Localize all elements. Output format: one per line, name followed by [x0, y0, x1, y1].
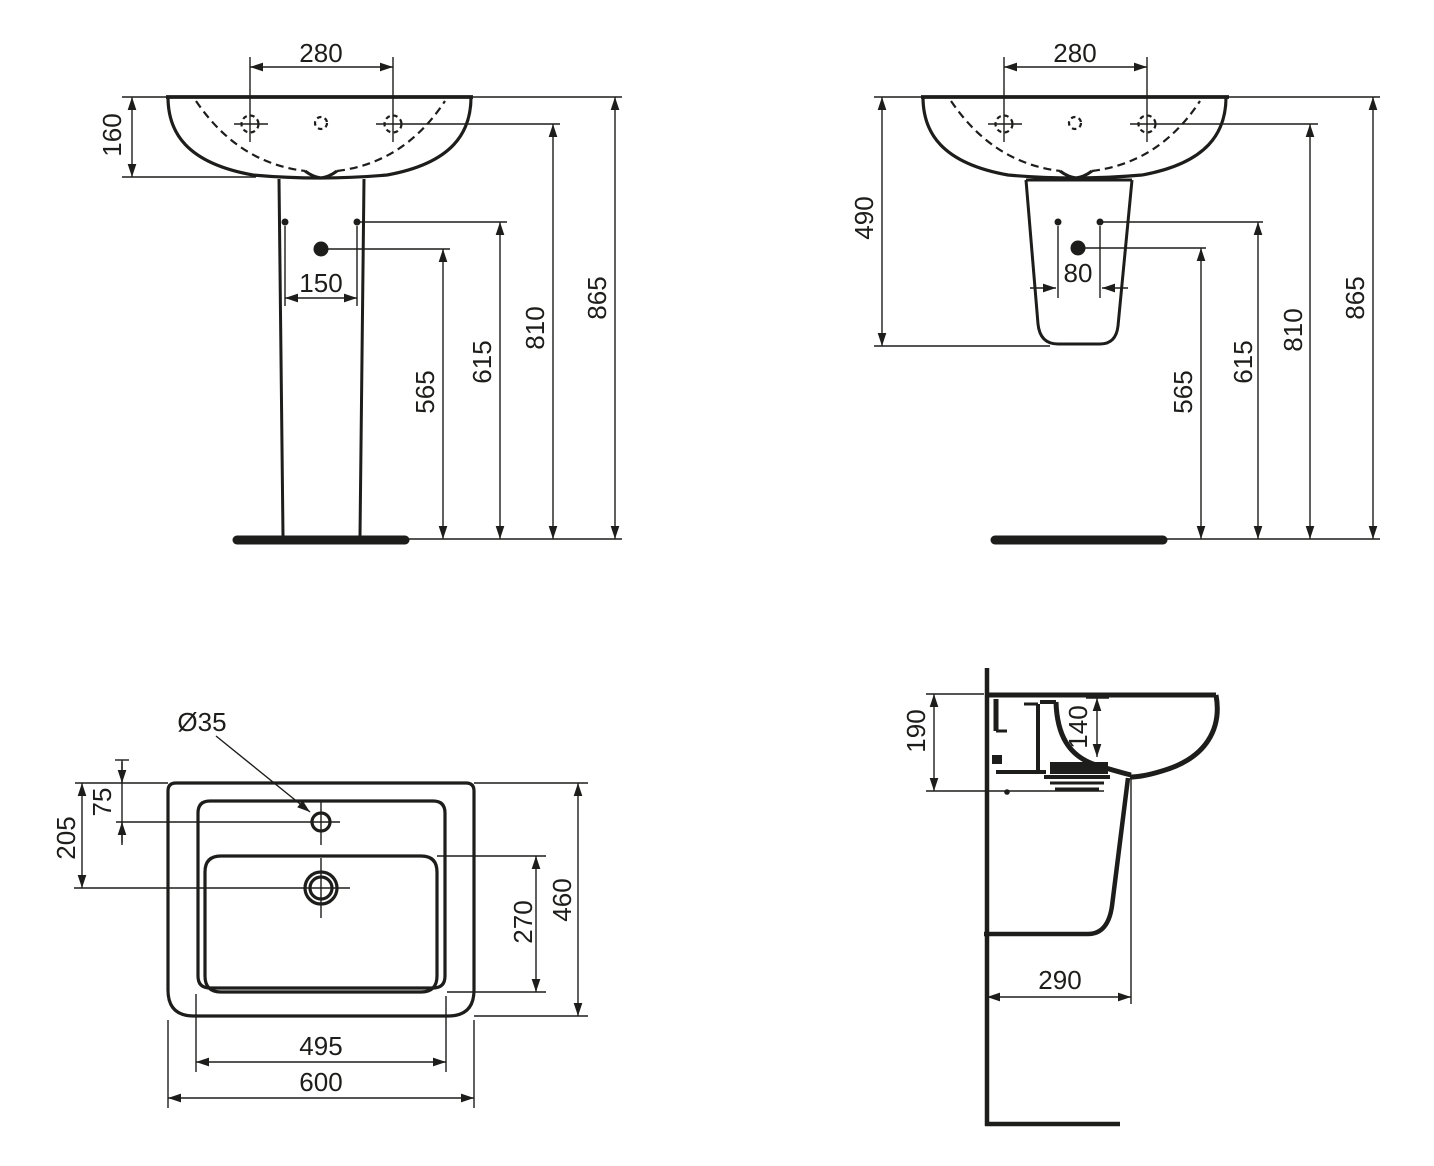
drain-outlet: [1070, 240, 1086, 256]
dim-overall-height: 865: [1340, 97, 1378, 539]
dim-overall-depth: 460: [547, 783, 583, 1016]
dim-label-semi-pedestal-height: 490: [849, 196, 879, 239]
fixing-hole-left: [1054, 218, 1062, 226]
drain-outer-ring: [303, 870, 339, 906]
overflow-hole: [1067, 115, 1083, 131]
basin-outline: [166, 96, 473, 180]
front-view-semi-pedestal: 280 490 80 565 615 810 865: [849, 38, 1380, 545]
dim-tap-hole-spacing: 280: [250, 38, 393, 72]
dim-label-tap-hole-spacing: 280: [1053, 38, 1096, 68]
dim-tap-hole-diameter: Ø35: [177, 707, 311, 813]
dim-rim-to-underside: 190: [901, 694, 939, 791]
overflow-hole: [313, 115, 329, 131]
dim-overall-width: 600: [168, 1067, 474, 1103]
tap-hole-left: [994, 114, 1014, 134]
dim-label-tap-hole-diameter: Ø35: [177, 707, 226, 737]
drain-inner-ring: [308, 875, 334, 901]
plan-view: Ø35 75 205 270 460 495 600: [51, 707, 588, 1108]
dim-label-bowl-inner-depth: 270: [508, 900, 538, 943]
bowl-edge: [203, 854, 439, 994]
dim-label-fixing-holes-height: 615: [1228, 340, 1258, 383]
fixing-hole-side: [1004, 789, 1010, 795]
dim-fixing-hole-spacing: 80: [1030, 258, 1128, 293]
bracket-lug: [992, 755, 1002, 764]
dim-label-fixing-holes-height: 615: [467, 340, 497, 383]
dim-label-fixing-hole-spacing: 80: [1064, 258, 1093, 288]
dim-label-bowl-inner-width: 495: [299, 1031, 342, 1061]
fixing-hole-left: [281, 218, 289, 226]
dim-label-wall-to-front: 290: [1038, 965, 1081, 995]
dim-label-tap-hole-spacing: 280: [299, 38, 342, 68]
basin-front-profile: [1129, 694, 1220, 780]
dim-tap-hole-spacing: 280: [1004, 38, 1147, 72]
tap-hole-right: [383, 114, 403, 134]
dim-tap-hole-offset: 75: [87, 759, 129, 845]
tap-hole-right: [1137, 114, 1157, 134]
dim-drain-height: 565: [410, 249, 448, 539]
basin-outer-edge: [166, 781, 476, 1018]
fixing-hole-right: [353, 218, 361, 226]
dim-label-tap-hole-offset: 75: [87, 788, 117, 817]
fixing-hole-right: [1096, 218, 1104, 226]
dim-basin-rim-height: 160: [97, 97, 137, 177]
bowl-front-dip: [304, 169, 338, 180]
semi-pedestal-outline: [1024, 178, 1134, 346]
dim-label-tap-deck-height: 810: [520, 306, 550, 349]
basin-inner-rim-dashed: [950, 100, 1201, 173]
bowl-front-dip: [1059, 169, 1093, 180]
dim-fixing-holes-height: 615: [467, 222, 505, 539]
dim-tap-deck-height: 810: [520, 124, 558, 539]
drain-boss: [1050, 762, 1108, 774]
semi-pedestal-profile: [984, 777, 1131, 937]
dim-label-bowl-depth: 140: [1063, 705, 1093, 748]
leader-line: [215, 735, 311, 813]
dim-fixing-holes-height: 615: [1228, 222, 1263, 539]
front-view-full-pedestal: 280 160 150 565 615 810 865: [97, 38, 622, 545]
side-view: 190 140 290: [901, 668, 1220, 1127]
dim-label-overall-width: 600: [299, 1067, 342, 1097]
pedestal-left-edge: [277, 178, 285, 537]
dim-label-rim-to-underside: 190: [901, 709, 931, 752]
dim-overall-height: 865: [582, 97, 620, 539]
dim-label-tap-deck-height: 810: [1278, 308, 1308, 351]
drain-outlet: [313, 241, 329, 257]
dim-fixing-hole-spacing: 150: [285, 268, 357, 303]
basin-outline: [921, 96, 1228, 180]
dim-bowl-depth: 140: [1063, 698, 1102, 757]
dim-label-basin-rim-height: 160: [97, 113, 127, 156]
dim-drain-height: 565: [1168, 248, 1206, 539]
basin-inner-rim-dashed: [195, 100, 446, 173]
dim-drain-offset: 205: [51, 783, 87, 888]
dim-semi-pedestal-height: 490: [849, 97, 887, 346]
pedestal-right-edge: [358, 178, 366, 537]
dim-label-overall-height: 865: [1340, 276, 1370, 319]
dim-label-drain-height: 565: [1168, 370, 1198, 413]
dim-bowl-inner-depth: 270: [508, 856, 541, 992]
dim-label-drain-offset: 205: [51, 816, 81, 859]
tap-hole: [310, 811, 332, 833]
dim-label-overall-height: 865: [582, 276, 612, 319]
dim-label-fixing-hole-spacing: 150: [299, 268, 342, 298]
dim-bowl-inner-width: 495: [196, 1031, 446, 1067]
dim-tap-deck-height: 810: [1278, 124, 1315, 539]
dim-label-drain-height: 565: [410, 370, 440, 413]
dim-label-overall-depth: 460: [547, 878, 577, 921]
tap-hole-left: [240, 114, 260, 134]
dim-wall-to-front: 290: [987, 965, 1131, 1002]
